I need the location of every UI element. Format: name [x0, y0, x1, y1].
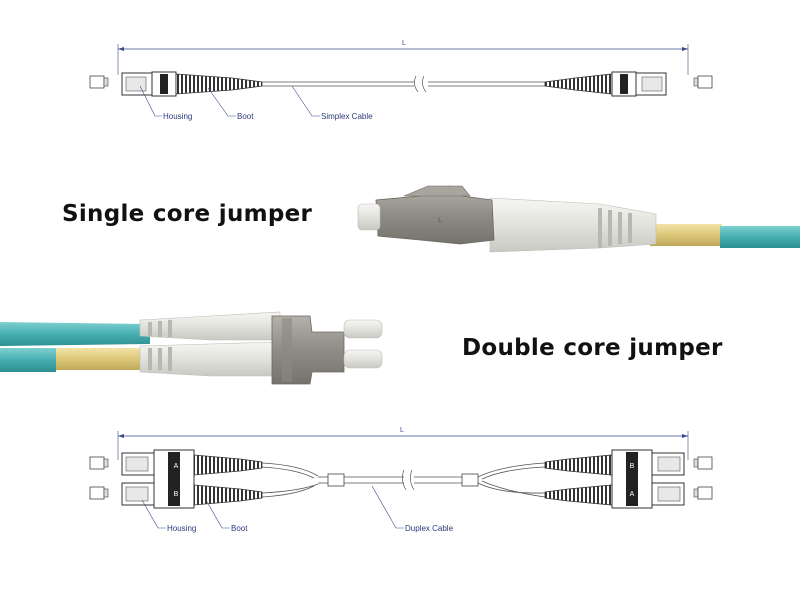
callout-housing-bottom: Housing — [167, 524, 196, 533]
boot-white — [489, 197, 657, 253]
boot-left-top — [193, 454, 263, 476]
callout-duplex-cable: Duplex Cable — [405, 524, 454, 533]
duplex-drawing: L A B — [89, 427, 713, 533]
ferrule-lower — [343, 349, 383, 369]
ferrule-upper — [343, 319, 383, 339]
latch-grey — [403, 185, 471, 197]
boot-left — [175, 73, 263, 95]
length-label-bottom: L — [400, 427, 404, 434]
polarity-left-top: A — [174, 463, 179, 470]
polarity-right-bottom: A — [630, 491, 635, 498]
cable-aqua-upper — [0, 322, 150, 346]
double-core-label: Double core jumper — [462, 335, 723, 361]
dust-cap-right — [697, 75, 713, 89]
cable-yellow-lower — [56, 348, 152, 370]
callout-boot: Boot — [237, 112, 254, 121]
boot-left-bottom — [193, 484, 263, 506]
length-label: L — [402, 40, 406, 47]
single-core-connector-photo: L — [357, 185, 800, 253]
double-core-connector-photo — [0, 311, 383, 385]
single-core-label: Single core jumper — [62, 201, 313, 227]
polarity-left-bottom: B — [174, 491, 179, 498]
cable-yellow — [650, 224, 722, 246]
boot-right-bottom — [544, 484, 613, 506]
split-sleeve-left — [327, 473, 345, 487]
svg-text:L: L — [438, 217, 442, 224]
ferrule-front — [357, 203, 381, 231]
callout-boot-bottom: Boot — [231, 524, 248, 533]
cable-aqua — [720, 226, 800, 248]
polarity-right-top: B — [630, 463, 635, 470]
callout-housing: Housing — [163, 112, 192, 121]
boot-right — [544, 73, 613, 95]
callout-simplex-cable: Simplex Cable — [321, 112, 373, 121]
boot-right-top — [544, 454, 613, 476]
dust-cap-left — [89, 75, 105, 89]
simplex-drawing: L Housing Boot Simplex Cable — [89, 40, 713, 121]
split-sleeve-right — [461, 473, 479, 487]
